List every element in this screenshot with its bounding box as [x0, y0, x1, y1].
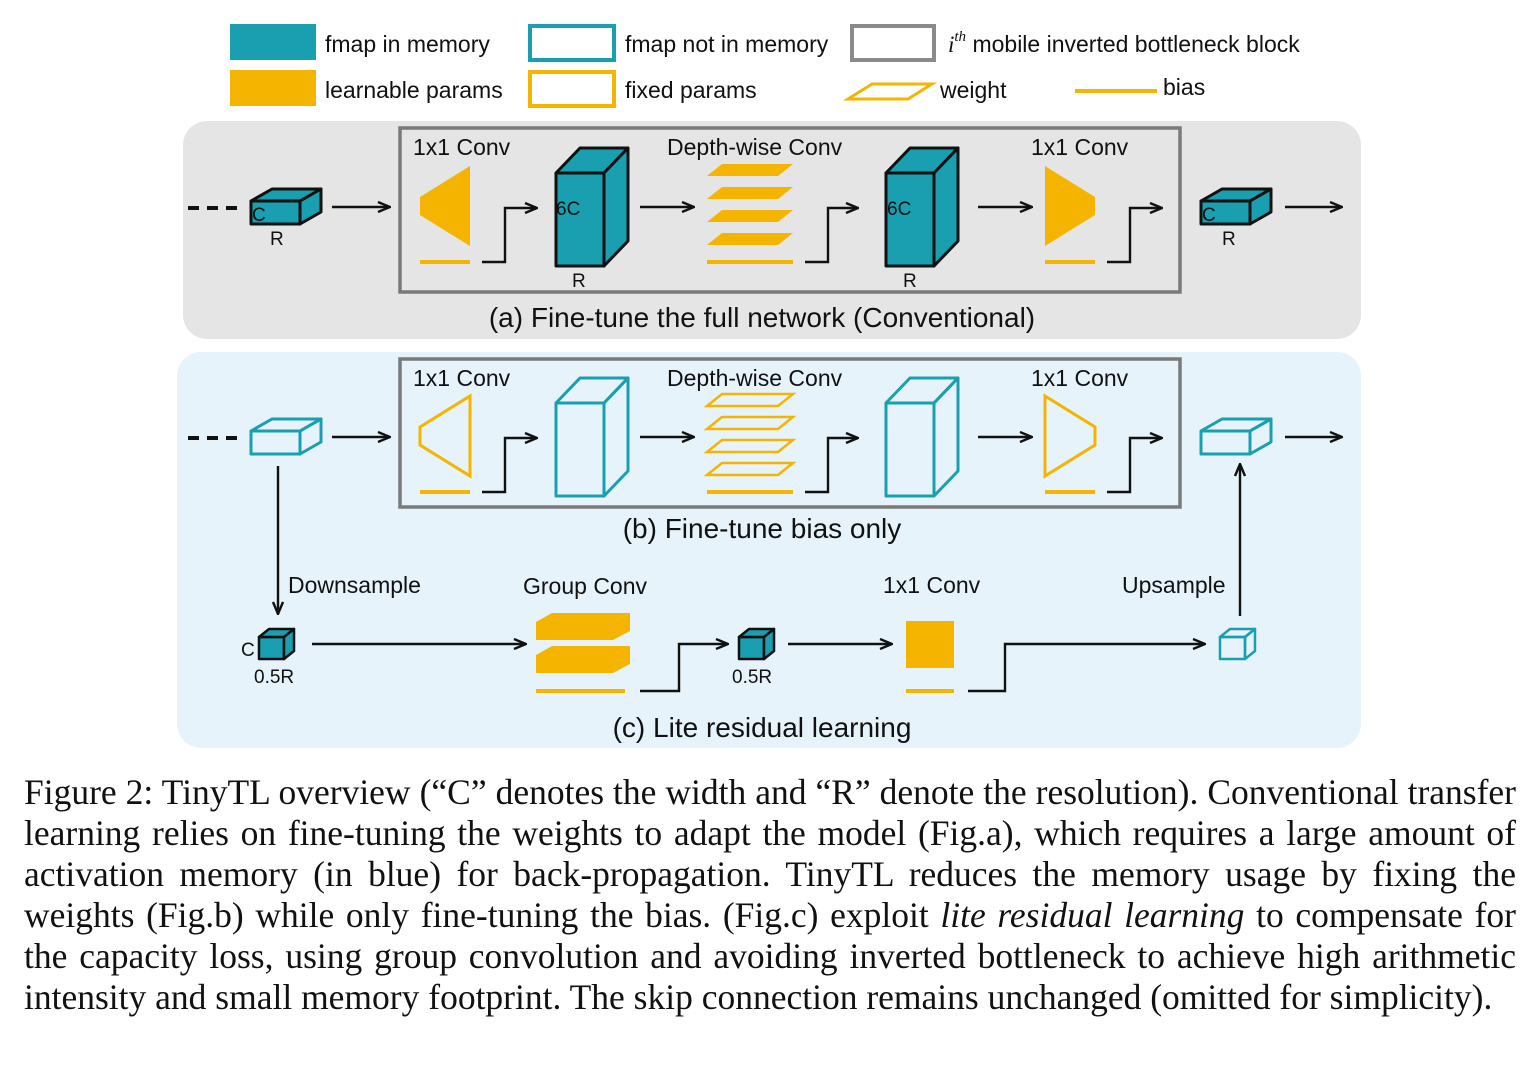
panel-a-mid2-c: 6C: [887, 199, 911, 220]
panel-a-conv2-weight: [1045, 166, 1095, 246]
legend-label-learnable-params: learnable params: [325, 77, 503, 103]
panel-c-group-conv-label: Group Conv: [523, 573, 648, 599]
panel-a-conv1-weight: [420, 166, 470, 246]
panel-a-mid-fmap-1: [554, 146, 630, 268]
panel-a-input-r: R: [270, 229, 284, 250]
panel-b-block-frame: [398, 357, 1182, 509]
panel-a-output-fmap: [1199, 187, 1273, 226]
panel-a-mid1-c: 6C: [556, 199, 580, 220]
panel-a-mid2-r: R: [903, 271, 917, 292]
panel-a-conv1-label: 1x1 Conv: [413, 134, 511, 160]
legend-swatch-fixed-params: [528, 70, 616, 108]
panel-b-skip-1: [482, 438, 537, 494]
panel-c-conv-weight: [906, 621, 954, 668]
legend-label-fixed-params: fixed params: [625, 77, 757, 103]
panel-a-background: [183, 121, 1361, 339]
figure-caption-part1: Figure 2: TinyTL overview (“C” denotes t…: [24, 772, 1516, 935]
panel-a-output-r: R: [1222, 229, 1236, 250]
legend-label-block: ith mobile inverted bottleneck block: [948, 29, 1300, 57]
legend-label-weight: weight: [939, 77, 1007, 103]
figure-caption-part2: to compensate for the capacity loss, usi…: [24, 895, 1516, 1017]
figure-caption-emphasis: lite residual learning: [940, 895, 1245, 935]
panel-a-skip-2: [805, 208, 858, 264]
panel-a-caption: (a) Fine-tune the full network (Conventi…: [489, 302, 1035, 333]
panel-b-conv1-weight: [418, 393, 472, 479]
panel-b-conv2-weight: [1043, 393, 1097, 479]
panel-a: C R 1x1 Conv 6C R Depth-wise Conv: [183, 121, 1361, 339]
panel-a-skip-3: [1107, 208, 1162, 264]
legend-label-fmap-in-memory: fmap in memory: [325, 31, 490, 57]
panel-c-caption: (c) Lite residual learning: [613, 712, 912, 743]
panel-b-conv2-label: 1x1 Conv: [1031, 365, 1129, 391]
legend: fmap in memory fmap not in memory ith mo…: [230, 24, 1300, 108]
tinytl-diagram: fmap in memory fmap not in memory ith mo…: [177, 24, 1361, 748]
panel-b-mid-fmap-2: [884, 376, 960, 498]
panel-c-small-fmap-1: [257, 627, 296, 661]
legend-swatch-block: [850, 24, 936, 62]
legend-swatch-fmap-not-in-memory: [528, 24, 616, 62]
panel-c-upsample-label: Upsample: [1122, 572, 1226, 598]
panel-c-r1-label: 0.5R: [254, 667, 294, 688]
panel-b-input-fmap: [249, 417, 323, 456]
panel-c-group-conv-weights: [536, 613, 630, 673]
panel-a-input-fmap: [249, 187, 323, 226]
panel-b-caption: (b) Fine-tune bias only: [623, 513, 902, 544]
panel-bc-background: [177, 352, 1361, 748]
panel-a-input-c: C: [252, 205, 266, 226]
panel-a-dw-weights: [707, 164, 793, 245]
legend-weight-icon: [842, 82, 938, 101]
legend-label-fmap-not-in-memory: fmap not in memory: [625, 31, 829, 57]
panel-a-skip-1: [482, 208, 537, 264]
panel-c-small-fmap-2: [737, 627, 776, 661]
panel-a-block-frame: [398, 126, 1182, 294]
panel-b-mid-fmap-1: [554, 376, 630, 498]
panel-c-downsample-label: Downsample: [288, 572, 421, 598]
panel-c-conv-label: 1x1 Conv: [883, 572, 981, 598]
legend-label-bias: bias: [1163, 74, 1205, 100]
panel-c-skip-2: [968, 644, 1205, 693]
panel-b-skip-2: [805, 438, 858, 494]
panel-b-conv1-label: 1x1 Conv: [413, 365, 511, 391]
panel-a-output-c: C: [1202, 205, 1216, 226]
panel-a-mid-fmap-2: [884, 146, 960, 268]
legend-swatch-fmap-in-memory: [230, 24, 316, 60]
legend-swatch-learnable-params: [230, 70, 316, 106]
panel-c-skip-1: [640, 644, 728, 693]
panel-b-skip-3: [1107, 438, 1162, 494]
panel-b-output-fmap: [1199, 417, 1273, 456]
panel-bc: 1x1 Conv Depth-wise Conv 1x1 Conv: [177, 352, 1361, 748]
panel-a-dw-label: Depth-wise Conv: [667, 134, 843, 160]
panel-b-dw-label: Depth-wise Conv: [667, 365, 843, 391]
panel-c-small-fmap-3: [1218, 627, 1257, 661]
panel-b-dw-weights: [703, 392, 797, 477]
panel-c-r2-label: 0.5R: [732, 667, 772, 688]
panel-c-c-label: C: [241, 640, 255, 661]
panel-a-conv2-label: 1x1 Conv: [1031, 134, 1129, 160]
panel-a-mid1-r: R: [572, 271, 586, 292]
figure-caption: Figure 2: TinyTL overview (“C” denotes t…: [24, 772, 1516, 1018]
